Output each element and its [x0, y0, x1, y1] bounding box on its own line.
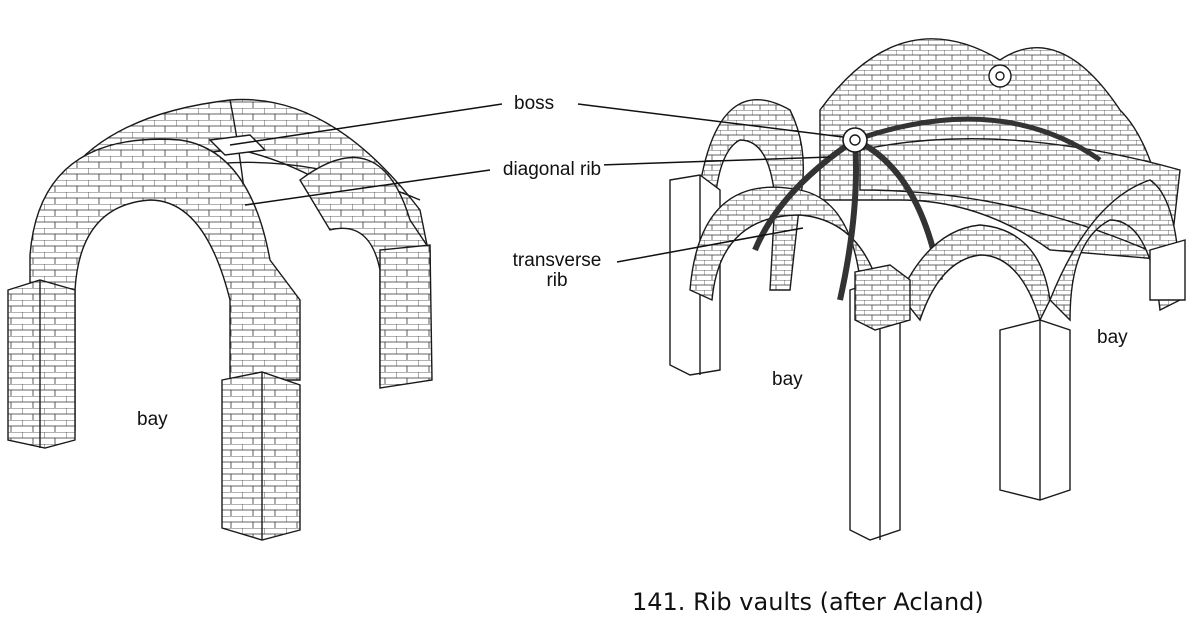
label-bay-right: bay: [1097, 327, 1128, 348]
leader-lines: [229, 103, 844, 263]
label-bay-center: bay: [772, 369, 803, 390]
left-center-pier: [221, 371, 301, 541]
figure-title: Rib vaults (after Acland): [693, 588, 984, 616]
label-boss: boss: [512, 93, 557, 114]
label-diagonal-rib-text: diagonal rib: [502, 159, 602, 180]
figure-number: 141.: [632, 588, 686, 616]
left-front-pier: [7, 279, 76, 449]
left-vault: [7, 98, 433, 541]
right-right-arch: [899, 224, 1051, 322]
label-transverse-rib: transverse rib: [498, 251, 616, 291]
figure-caption: 141. Rib vaults (after Acland): [632, 588, 984, 616]
label-transverse-rib-text: transverse rib: [512, 250, 602, 291]
right-vault: [669, 38, 1186, 541]
left-front-arch: [29, 138, 301, 441]
label-bay-left: bay: [137, 409, 168, 430]
label-diagonal-rib: diagonal rib: [500, 160, 604, 180]
